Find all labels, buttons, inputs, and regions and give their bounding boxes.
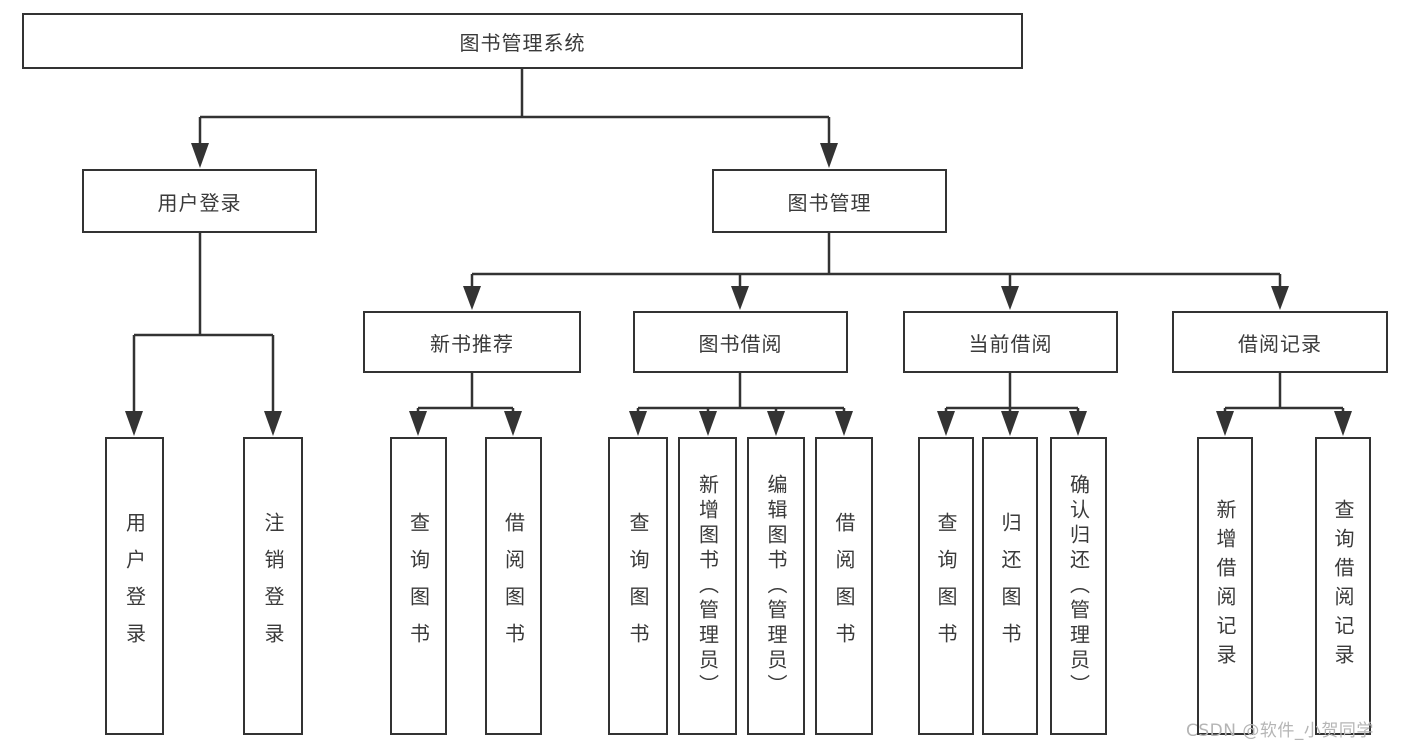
arrow-down-icon <box>767 411 785 436</box>
leaf-user-login: 用户登录 <box>105 437 164 735</box>
arrow-down-icon <box>1334 411 1352 436</box>
node-label: 新书推荐 <box>430 331 514 356</box>
node-label: 确认归还（管理员） <box>1066 473 1091 699</box>
node-user-login: 用户登录 <box>82 169 317 233</box>
node-current-borrowing: 当前借阅 <box>903 311 1118 373</box>
arrow-down-icon <box>699 411 717 436</box>
node-label: 图书管理系统 <box>459 30 586 55</box>
arrow-down-icon <box>504 411 522 436</box>
arrow-down-icon <box>1271 286 1289 310</box>
arrow-down-icon <box>820 143 838 168</box>
node-label: 用户登录 <box>157 190 242 215</box>
arrow-down-icon <box>1001 286 1019 310</box>
arrow-down-icon <box>1069 411 1087 436</box>
leaf-confirm-return-admin: 确认归还（管理员） <box>1050 437 1107 735</box>
node-label: 借阅图书 <box>832 512 856 660</box>
arrow-down-icon <box>463 286 481 310</box>
node-label: 归还图书 <box>998 512 1022 660</box>
arrowheads <box>125 143 1352 436</box>
leaf-borrow-book-recommend: 借阅图书 <box>485 437 542 735</box>
leaf-query-borrow-record: 查询借阅记录 <box>1315 437 1371 735</box>
node-label: 新增借阅记录 <box>1213 499 1237 673</box>
node-label: 查询图书 <box>406 512 431 660</box>
node-label: 新增图书（管理员） <box>695 473 720 699</box>
leaf-edit-book-admin: 编辑图书（管理员） <box>747 437 805 735</box>
arrow-down-icon <box>264 411 282 436</box>
arrow-down-icon <box>191 143 209 168</box>
node-label: 图书借阅 <box>698 331 783 356</box>
arrow-down-icon <box>1216 411 1234 436</box>
leaf-add-book-admin: 新增图书（管理员） <box>678 437 737 735</box>
leaf-query-book-recommend: 查询图书 <box>390 437 447 735</box>
arrow-down-icon <box>937 411 955 436</box>
arrow-down-icon <box>629 411 647 436</box>
node-label: 查询图书 <box>934 512 958 660</box>
node-label: 当前借阅 <box>968 331 1053 356</box>
leaf-add-borrow-record: 新增借阅记录 <box>1197 437 1253 735</box>
arrow-down-icon <box>409 411 427 436</box>
node-new-book-recommend: 新书推荐 <box>363 311 581 373</box>
node-label: 查询图书 <box>626 512 650 660</box>
node-label: 编辑图书（管理员） <box>764 473 788 699</box>
node-label: 借阅记录 <box>1238 331 1322 356</box>
node-label: 借阅图书 <box>501 512 526 660</box>
leaf-query-book-current: 查询图书 <box>918 437 974 735</box>
csdn-watermark: CSDN @软件_小贺同学 <box>1186 721 1374 741</box>
leaf-return-book: 归还图书 <box>982 437 1038 735</box>
node-borrowing-records: 借阅记录 <box>1172 311 1388 373</box>
leaf-query-book-borrowing: 查询图书 <box>608 437 668 735</box>
node-label: 查询借阅记录 <box>1331 499 1355 673</box>
arrow-down-icon <box>1001 411 1019 436</box>
arrow-down-icon <box>731 286 749 310</box>
leaf-borrow-book-borrowing: 借阅图书 <box>815 437 873 735</box>
arrow-down-icon <box>835 411 853 436</box>
node-label: 用户登录 <box>122 512 147 660</box>
leaf-logout: 注销登录 <box>243 437 303 735</box>
node-label: 注销登录 <box>261 512 285 660</box>
node-label: 图书管理 <box>787 190 872 215</box>
node-book-management: 图书管理 <box>712 169 947 233</box>
node-book-borrowing: 图书借阅 <box>633 311 848 373</box>
arrow-down-icon <box>125 411 143 436</box>
node-library-management-system: 图书管理系统 <box>22 13 1023 69</box>
